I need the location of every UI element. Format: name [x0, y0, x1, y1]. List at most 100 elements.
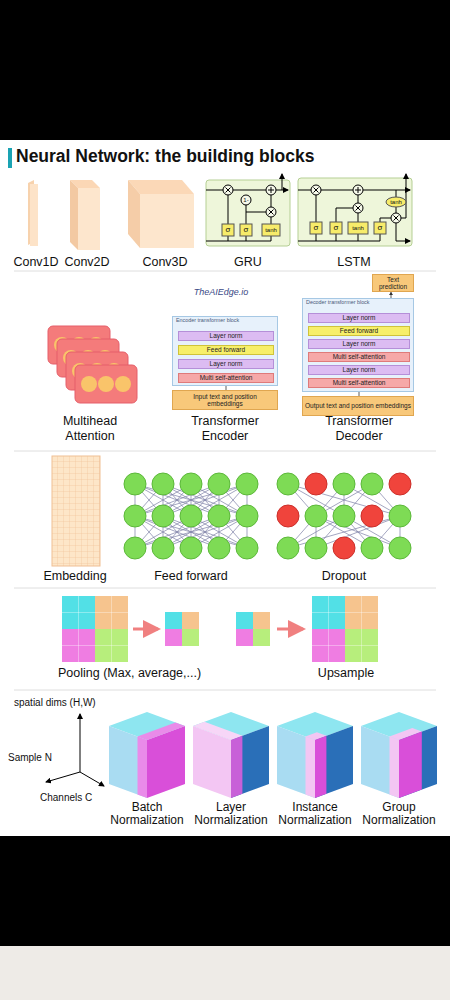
- sublayer-bar: Layer norm: [178, 331, 274, 341]
- upsample-figure: [312, 596, 378, 662]
- gate-label: 1-: [239, 196, 253, 204]
- block-heading: Decoder transformer block: [303, 299, 413, 307]
- node-text: Layer norm: [210, 332, 243, 339]
- block-heading: Encoder transformer block: [173, 317, 277, 325]
- norm-cubes: [109, 712, 437, 798]
- neuron: [180, 537, 202, 559]
- gate-label: σ: [222, 224, 234, 236]
- sublayer-bar: Layer norm: [178, 359, 274, 369]
- norm-cubes: [231, 736, 242, 798]
- pooling-figure: [62, 596, 128, 662]
- norm-cubes: [315, 736, 326, 798]
- gate-label: tanh: [348, 222, 368, 234]
- sublayer-bar: Layer norm: [308, 313, 410, 323]
- watermark: TheAIEdge.io: [176, 287, 266, 298]
- neuron: [124, 473, 146, 495]
- lstm-cell: [356, 206, 361, 211]
- neuron: [333, 473, 355, 495]
- layer-name: Group Normalization: [356, 801, 442, 827]
- axes: [80, 772, 104, 786]
- layer-name: Feed forward: [126, 569, 256, 584]
- dropped-neuron: [305, 473, 327, 495]
- neuron: [389, 537, 411, 559]
- dropout-net: [277, 473, 411, 559]
- neuron: [152, 505, 174, 527]
- sublayer-bar: Layer norm: [308, 339, 410, 349]
- layer-name: Conv2D: [54, 255, 120, 270]
- conv3d-kernel: [140, 194, 194, 248]
- conv2d-kernel: [70, 180, 78, 250]
- node-text: Layer norm: [343, 314, 376, 321]
- norm-cubes: [109, 712, 185, 798]
- gru-cell: [266, 185, 276, 195]
- neuron: [361, 537, 383, 559]
- layer-name: Transformer Encoder: [168, 414, 282, 444]
- gate-label: σ: [310, 222, 322, 234]
- upsample-figure: [277, 628, 303, 631]
- lstm-cell: [353, 203, 363, 213]
- lstm-cell: [316, 195, 317, 222]
- layer-name: Upsample: [300, 666, 392, 681]
- neuron: [277, 473, 299, 495]
- neuron: [305, 505, 327, 527]
- transformer-block: Encoder transformer blockLayer normFeed …: [172, 316, 278, 386]
- layer-name: Dropout: [294, 569, 394, 584]
- connection-line: [163, 484, 247, 516]
- pooling-figure: [62, 596, 199, 662]
- gru-cell: [226, 188, 231, 193]
- layer-name: Instance Normalization: [272, 801, 358, 827]
- gru-cell: [266, 207, 276, 217]
- multihead-cards: [48, 326, 137, 403]
- layer-name: Pooling (Max, average,...): [58, 666, 238, 681]
- neuron: [361, 473, 383, 495]
- norm-cubes: [193, 712, 269, 798]
- connection-line: [135, 516, 219, 548]
- gru-cell: [282, 174, 283, 190]
- neuron: [180, 473, 202, 495]
- layer-name: Batch Normalization: [104, 801, 190, 827]
- connection-line: [163, 516, 247, 548]
- neuron: [152, 473, 174, 495]
- dropped-neuron: [333, 537, 355, 559]
- norm-cubes: [306, 737, 316, 799]
- embedding-box: Text prediction: [372, 274, 414, 292]
- neuron: [208, 505, 230, 527]
- lstm-cell: [298, 178, 412, 246]
- norm-cubes: [399, 732, 422, 798]
- gate-label: σ: [374, 222, 386, 234]
- node-text: Text prediction: [375, 276, 411, 290]
- layer-name: Conv3D: [128, 255, 202, 270]
- neuron: [236, 473, 258, 495]
- lstm-cell: [374, 222, 386, 234]
- gate-label: σ: [330, 222, 342, 234]
- axes: [80, 714, 81, 772]
- norm-cubes: [138, 723, 186, 741]
- neuron: [124, 537, 146, 559]
- conv1d-kernel: [28, 180, 38, 246]
- layer-name: Multihead Attention: [40, 414, 140, 444]
- gru-cell: [223, 185, 233, 195]
- conv2d-kernel: [70, 180, 100, 250]
- pooling-figure: [165, 629, 182, 646]
- axis-label: spatial dims (H,W): [14, 697, 134, 709]
- embedding-box: Output text and position embeddings: [302, 396, 414, 416]
- lstm-cell: [311, 185, 321, 195]
- axis-label: Sample N: [8, 752, 72, 764]
- multihead-cards: [115, 376, 131, 392]
- neuron: [236, 537, 258, 559]
- dropped-neuron: [389, 473, 411, 495]
- pooling-figure: [182, 612, 199, 629]
- neuron: [124, 505, 146, 527]
- embedding-matrix: [52, 456, 100, 566]
- connection-line: [135, 484, 219, 516]
- lstm-cell: [386, 197, 406, 207]
- pooling-figure: [182, 629, 199, 646]
- sublayer-bar: Multi self-attention: [178, 373, 274, 383]
- row-separators: [14, 271, 436, 690]
- lstm-cell: [391, 213, 401, 223]
- axis-label: Channels C: [40, 792, 114, 804]
- pooling-figure: [165, 612, 182, 629]
- title-bar: [8, 148, 12, 168]
- lstm-cell: [380, 218, 391, 222]
